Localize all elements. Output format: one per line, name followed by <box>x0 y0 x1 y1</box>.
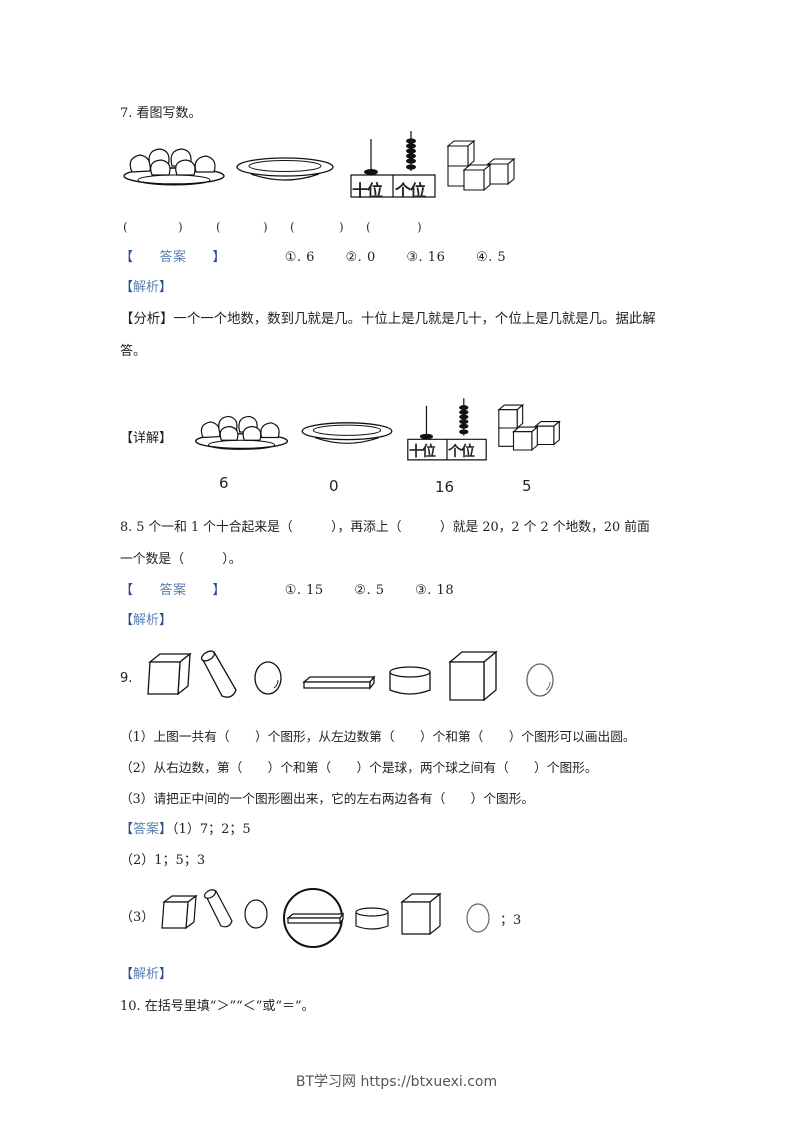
blank-3-close: ) <box>339 220 344 234</box>
question-9-sub-2: （2）从右边数，第（ ）个和第（ ）个是球，两个球之间有（ ）个图形。 <box>120 760 598 775</box>
q9-answer-3-suffix: ；3 <box>500 913 522 928</box>
detail-tag: 【详解】 <box>120 431 173 446</box>
detail-value-2: 0 <box>329 477 339 495</box>
q9-answer-3-label: （3） <box>120 910 155 925</box>
answer-1: ①. 15 <box>284 583 324 598</box>
question-10-title: 10. 在括号里填“＞”“＜”或“＝”。 <box>120 999 315 1014</box>
analysis-tag: 【解析】 <box>120 280 173 295</box>
answer-tag: 【答案】 <box>120 583 227 598</box>
question-9-sub-1: （1）上图一共有（ ）个图形，从左边数第（ ）个和第（ ）个图形可以画出圆。 <box>120 729 636 744</box>
detail-value-3: 16 <box>435 478 455 496</box>
detail-peaches-illustration <box>193 410 291 454</box>
detail-ones-label: 个位 <box>448 444 475 460</box>
detail-plate-illustration <box>300 420 394 448</box>
answer-2: ②. 5 <box>354 583 385 598</box>
blank-1-open: ( <box>123 220 128 234</box>
blank-3-open: ( <box>290 220 295 234</box>
q9-answer-2: （2）1；5；3 <box>120 853 206 868</box>
question-7-title: 7. 看图写数。 <box>120 106 202 121</box>
detail-abacus-illustration <box>405 398 489 462</box>
footer-watermark: BT学习网 https://btxuexi.com <box>295 1074 498 1090</box>
analysis-tag: 【解析】 <box>120 613 173 628</box>
question-8-line-2: 一个数是（ ）。 <box>120 552 242 567</box>
stacked-cubes-illustration <box>446 140 518 192</box>
q7-answer-row: 【答案】 ①. 6 ②. 0 ③. 16 ④. 5 <box>120 249 532 267</box>
detail-value-1: 6 <box>219 474 229 492</box>
analysis-tag: 【解析】 <box>120 967 173 982</box>
blank-4-close: ) <box>417 220 422 234</box>
analysis-text-line-1: 【分析】一个一个地数，数到几就是几。十位上是几就是几十，个位上是几就是几。据此解 <box>120 312 656 327</box>
analysis-text-line-2: 答。 <box>120 344 147 359</box>
q9-answer-shapes-circled <box>160 886 500 948</box>
blank-1-close: ) <box>178 220 183 234</box>
q8-answer-row: 【答案】 ①. 15 ②. 5 ③. 18 <box>120 582 480 600</box>
answer-1: ①. 6 <box>284 250 315 265</box>
abacus-illustration <box>348 131 438 199</box>
q9-answer-row-1: 【答案】（1）7；2；5 <box>120 821 251 839</box>
detail-cubes-illustration <box>497 404 563 452</box>
answer-tag: 【答案】 <box>120 250 227 265</box>
blank-2-open: ( <box>216 220 221 234</box>
empty-plate-illustration <box>235 155 335 185</box>
answer-3: ③. 18 <box>415 583 455 598</box>
answer-1: （1）7；2；5 <box>172 822 251 837</box>
answer-2: ②. 0 <box>345 250 376 265</box>
answer-4: ④. 5 <box>475 250 507 265</box>
peaches-on-plate-illustration <box>122 142 227 190</box>
blank-4-open: ( <box>366 220 371 234</box>
detail-value-4: 5 <box>522 477 532 495</box>
blank-2-close: ) <box>263 220 268 234</box>
q9-shapes-illustration <box>140 646 560 708</box>
detail-tens-label: 十位 <box>409 444 436 460</box>
question-9-sub-3: （3）请把正中间的一个图形圈出来，它的左右两边各有（ ）个图形。 <box>120 791 535 806</box>
answer-tag: 【答案】 <box>120 822 173 837</box>
abacus-ones-label: 个位 <box>395 181 426 200</box>
question-8-line-1: 8. 5 个一和 1 个十合起来是（ ），再添上（ ）就是 20，2 个 2 个… <box>120 520 650 535</box>
answer-3: ③. 16 <box>406 250 446 265</box>
abacus-tens-label: 十位 <box>352 181 383 200</box>
question-9-number: 9. <box>120 671 133 686</box>
